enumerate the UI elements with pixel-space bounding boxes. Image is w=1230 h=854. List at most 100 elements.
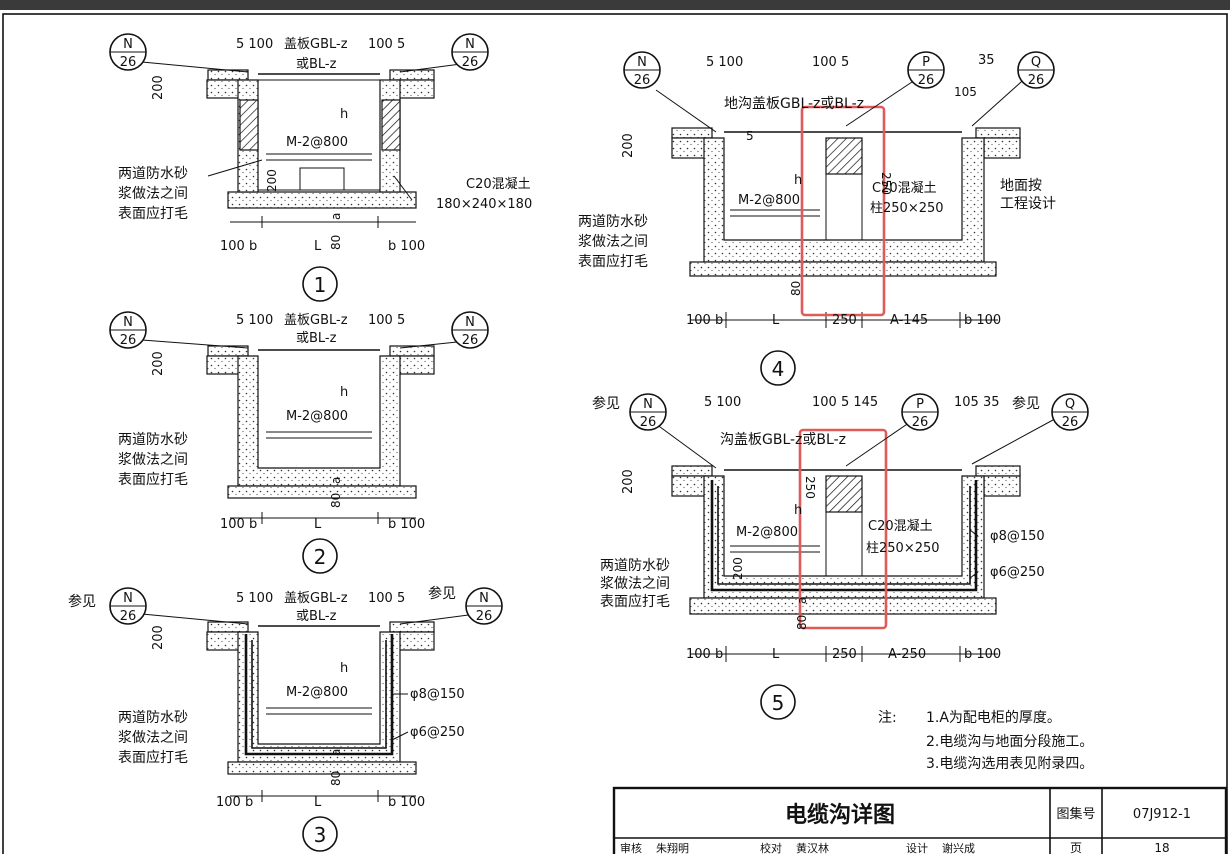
callout-sheet: 26 <box>640 415 657 430</box>
callout-letter: N <box>637 55 647 70</box>
dim-35-d4: 35 <box>978 53 995 68</box>
sheet-title: 电缆沟详图 <box>785 802 895 828</box>
callout-P-d5[interactable]: P 26 <box>901 393 939 431</box>
note-3: 3.电缆沟选用表见附录四。 <box>926 756 1093 772</box>
dim-h-d1: h <box>340 107 348 122</box>
callout-N-d1-left[interactable]: N 26 <box>109 33 147 71</box>
callout-N-d2-left[interactable]: N 26 <box>109 311 147 349</box>
dim-h-d4: h <box>794 173 802 188</box>
highlight-box-detail-5 <box>798 428 888 630</box>
rebar-a-d3: φ8@150 <box>410 687 465 702</box>
dim-a-d3: a <box>329 749 343 756</box>
dim-bright-d3: b 100 <box>388 795 425 810</box>
c20-block-line1: C20混凝土 <box>466 176 531 192</box>
title-block: 电缆沟详图 图集号 07J912-1 页 18 审核 朱翔明 校对 黄汉林 设计… <box>612 786 1228 854</box>
or-bl-d1: 或BL-z <box>296 57 337 72</box>
callout-sheet: 26 <box>462 55 479 70</box>
callout-letter: N <box>465 315 475 330</box>
trench-cover-d5: 沟盖板GBL-z或BL-z <box>720 432 846 448</box>
dim-105-d4: 105 <box>954 85 977 99</box>
cover-plate-d1: 盖板GBL-z <box>284 37 348 52</box>
callout-Q-d5[interactable]: Q 26 <box>1051 393 1089 431</box>
waterproof-line3-d5: 表面应打毛 <box>600 593 670 610</box>
dim-200-inner-d1: 200 <box>265 169 279 192</box>
callout-N-d1-right[interactable]: N 26 <box>451 33 489 71</box>
m2-d1: M-2@800 <box>286 135 348 150</box>
callout-letter: Q <box>1065 397 1075 412</box>
waterproof-line3-d4: 表面应打毛 <box>578 253 648 270</box>
dim-A250-d5: A-250 <box>888 647 926 662</box>
dim-bleft-d5: 100 b <box>686 647 723 662</box>
callout-N-d2-right[interactable]: N 26 <box>451 311 489 349</box>
dim-200-d3: 200 <box>151 625 166 650</box>
waterproof-line2-d1: 浆做法之间 <box>118 186 188 202</box>
c20-col-line2-d4: 柱250×250 <box>870 201 944 216</box>
c20-col-line1-d4: C20混凝土 <box>872 180 937 196</box>
note-1: 1.A为配电柜的厚度。 <box>926 710 1061 726</box>
dim-A145-d4: A-145 <box>890 313 928 328</box>
sig-check-name: 黄汉林 <box>796 841 829 854</box>
sig-review-label: 审核 <box>620 841 642 854</box>
detail-number-text: 2 <box>314 545 327 569</box>
dim-80-d4: 80 <box>789 281 803 296</box>
page-label: 页 <box>1070 841 1082 854</box>
dim-200-inner-d5: 200 <box>731 557 745 580</box>
detail-5 <box>671 465 1021 662</box>
callout-N-d3-right[interactable]: N 26 <box>465 587 503 625</box>
dim-250-d4: 250 <box>832 313 857 328</box>
detail-number-1[interactable]: 1 <box>302 266 338 302</box>
cover-plate-d2: 盖板GBL-z <box>284 313 348 328</box>
dim-250-d5: 250 <box>832 647 857 662</box>
sig-review-name: 朱翔明 <box>656 841 689 854</box>
dim-L-d3: L <box>314 795 322 810</box>
dim-bleft-d3: 100 b <box>216 795 253 810</box>
ground-line1-d4: 地面按 <box>1000 178 1042 194</box>
callout-P-d4[interactable]: P 26 <box>907 51 945 89</box>
callout-N-d5[interactable]: N 26 <box>629 393 667 431</box>
c20-block-line2: 180×240×180 <box>436 197 532 212</box>
leader-lines <box>141 61 1065 741</box>
dim-bleft-d1: 100 b <box>220 239 257 254</box>
sig-check-label: 校对 <box>760 841 782 854</box>
detail-number-5[interactable]: 5 <box>760 684 796 720</box>
dim-L-d4: L <box>772 313 780 328</box>
callout-sheet: 26 <box>634 73 651 88</box>
dim-200-d5: 200 <box>621 469 636 494</box>
detail-number-text: 3 <box>314 823 327 847</box>
dim-250v-d4: 250 <box>879 172 893 195</box>
callout-letter: N <box>643 397 653 412</box>
dim-bright-d2: b 100 <box>388 517 425 532</box>
detail-number-2[interactable]: 2 <box>302 538 338 574</box>
detail-number-3[interactable]: 3 <box>302 816 338 852</box>
dim-80-d3: 80 <box>329 771 343 786</box>
callout-sheet: 26 <box>476 609 493 624</box>
callout-N-d4[interactable]: N 26 <box>623 51 661 89</box>
dim-80-d2: 80 <box>329 493 343 508</box>
dim-L-d2: L <box>314 517 322 532</box>
window-top-bar <box>0 0 1230 10</box>
dim-bright-d4: b 100 <box>964 313 1001 328</box>
callout-sheet: 26 <box>912 415 929 430</box>
dim-h-d2: h <box>340 385 348 400</box>
detail-number-4[interactable]: 4 <box>760 350 796 386</box>
callout-N-d3-left[interactable]: N 26 <box>109 587 147 625</box>
dim-top-left-d1: 5 100 <box>236 37 273 52</box>
sig-design-name: 谢兴成 <box>942 841 975 854</box>
waterproof-line3-d1: 表面应打毛 <box>118 205 188 222</box>
detail-2 <box>206 345 435 524</box>
waterproof-line2-d5: 浆做法之间 <box>600 576 670 592</box>
dim-L-d1: L <box>314 239 322 254</box>
page-number: 18 <box>1154 841 1169 854</box>
notes: 注: 1.A为配电柜的厚度。 2.电缆沟与地面分段施工。 3.电缆沟选用表见附录… <box>878 710 1093 772</box>
callout-sheet: 26 <box>462 333 479 348</box>
dim-top-left-d4: 5 100 <box>706 55 743 70</box>
see-label-d5-right: 参见 <box>1012 395 1040 412</box>
callout-sheet: 26 <box>1028 73 1045 88</box>
rebar-a-d5: φ8@150 <box>990 529 1045 544</box>
callout-letter: N <box>123 37 133 52</box>
dim-top-right-d3: 100 5 <box>368 591 405 606</box>
detail-3 <box>206 621 435 802</box>
callout-Q-d4[interactable]: Q 26 <box>1017 51 1055 89</box>
waterproof-line3-d3: 表面应打毛 <box>118 749 188 766</box>
waterproof-line1-d4: 两道防水砂 <box>578 214 648 230</box>
